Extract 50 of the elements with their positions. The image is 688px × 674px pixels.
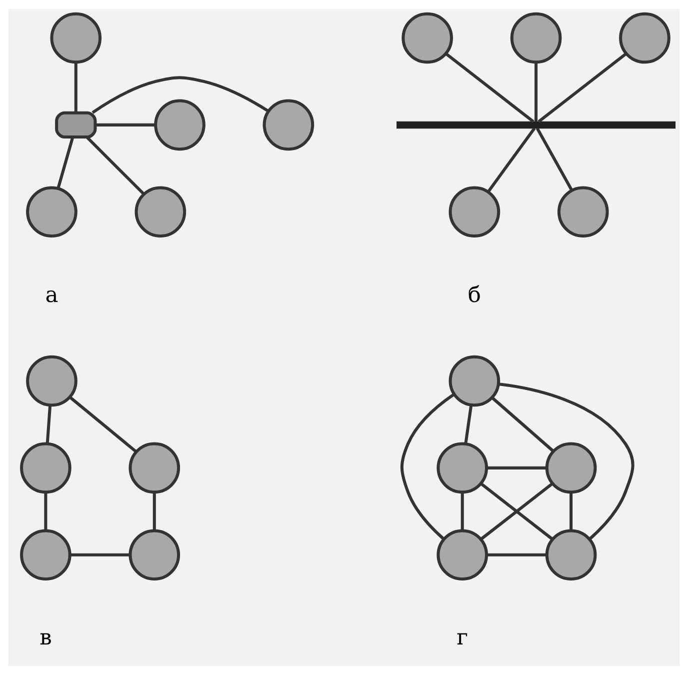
node-circle bbox=[436, 442, 488, 494]
node-circle bbox=[20, 442, 72, 494]
connector bbox=[86, 136, 145, 195]
connector bbox=[486, 466, 547, 469]
connector bbox=[536, 127, 574, 191]
connector bbox=[445, 52, 534, 122]
node-circle bbox=[448, 186, 500, 238]
connector bbox=[400, 392, 455, 540]
connector bbox=[498, 382, 634, 540]
node-circle bbox=[134, 186, 186, 238]
node-circle bbox=[154, 98, 206, 150]
label: г bbox=[456, 625, 468, 650]
connector bbox=[460, 492, 464, 530]
connector bbox=[534, 62, 538, 122]
connector bbox=[464, 404, 473, 444]
label: б bbox=[468, 282, 481, 308]
node-circle bbox=[128, 442, 180, 494]
node-circle bbox=[436, 528, 488, 580]
connector bbox=[538, 52, 627, 122]
node-circle bbox=[545, 442, 597, 494]
node-circle bbox=[26, 186, 78, 238]
connector bbox=[74, 62, 78, 112]
connector bbox=[70, 552, 130, 556]
connector bbox=[152, 492, 156, 530]
connector bbox=[570, 492, 573, 530]
node-circle bbox=[262, 98, 314, 150]
node-circle bbox=[619, 12, 670, 64]
node-circle bbox=[545, 528, 597, 580]
node-circle bbox=[510, 12, 562, 64]
node-circle bbox=[26, 354, 78, 406]
label: а bbox=[45, 282, 58, 308]
connector bbox=[491, 396, 554, 452]
connector bbox=[95, 122, 156, 126]
connector bbox=[46, 404, 52, 444]
connector bbox=[480, 482, 554, 540]
label: в bbox=[40, 625, 52, 650]
node-box bbox=[55, 110, 97, 138]
node-circle bbox=[448, 354, 500, 406]
connector bbox=[44, 492, 48, 530]
connector bbox=[92, 76, 270, 114]
node-circle bbox=[20, 528, 72, 580]
connector bbox=[486, 552, 547, 556]
connector bbox=[486, 126, 536, 192]
node-circle bbox=[557, 186, 609, 238]
connector bbox=[56, 136, 74, 188]
node-circle bbox=[50, 12, 102, 64]
node-circle bbox=[128, 528, 180, 580]
node-circle bbox=[402, 12, 453, 64]
connector bbox=[69, 396, 138, 452]
node-bar bbox=[396, 120, 676, 128]
